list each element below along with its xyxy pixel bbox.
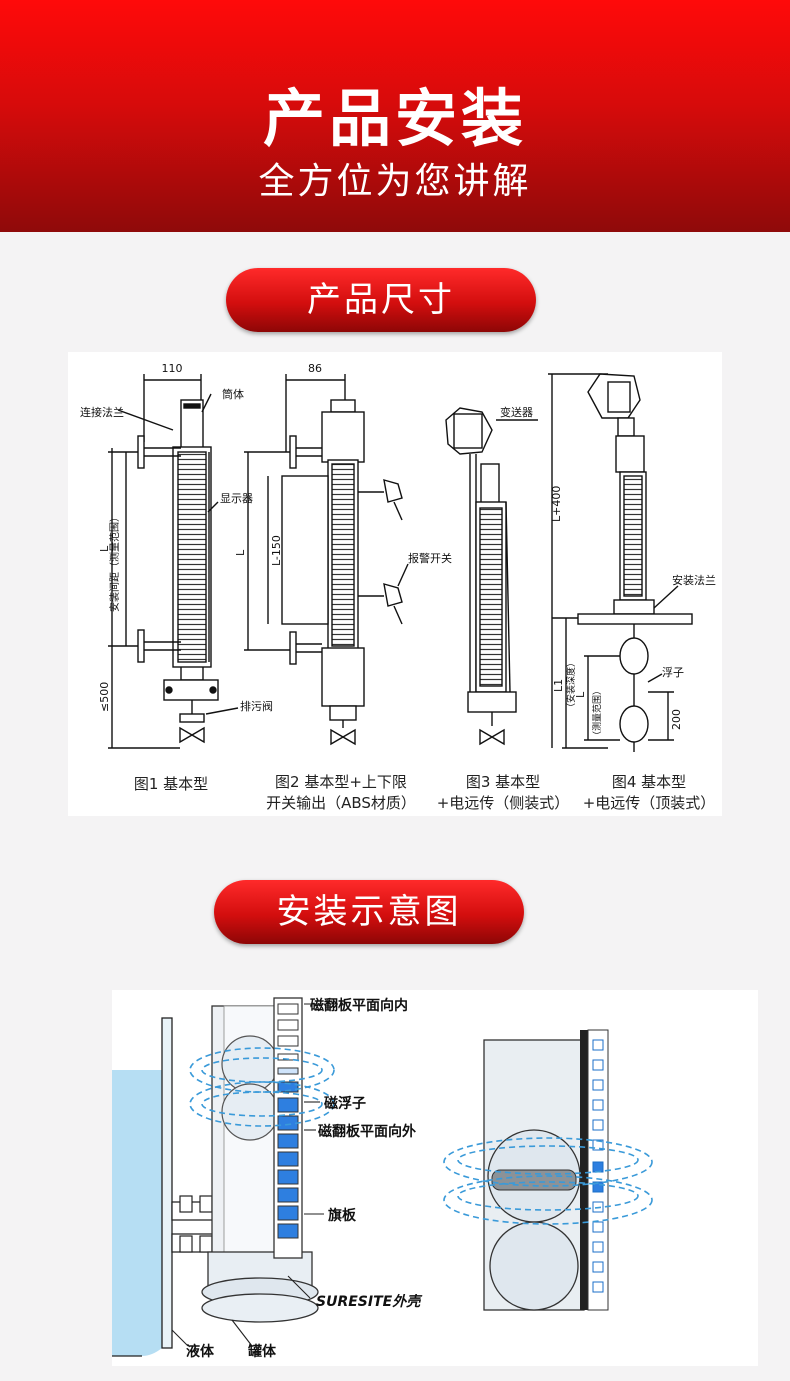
- dimension-drawing: 110 筒体 连接法兰 显示器 安装间距（测量范围） L ≤500 排污阀 86…: [80, 362, 716, 752]
- flap-outward-label: 磁翻板平面向外: [318, 1123, 416, 1140]
- L-150-label: L-150: [270, 535, 283, 566]
- section-dimensions-label: 产品尺寸: [226, 268, 536, 332]
- dim-110-label: 110: [162, 362, 183, 375]
- magnetic-float-label: 磁浮子: [324, 1095, 366, 1112]
- L1-label: L1: [552, 679, 565, 692]
- fig2-L-label: L: [234, 549, 247, 556]
- installation-drawing-panel: 磁翻板平面向内 磁浮子 磁翻板平面向外 旗板 SURESITE外壳 液体 罐体: [112, 990, 758, 1366]
- liquid-label: 液体: [186, 1343, 215, 1360]
- L-400-label: L+400: [550, 486, 563, 522]
- figure-2-drawing: [244, 374, 409, 746]
- figure-1-caption: 图1 基本型: [133, 775, 209, 793]
- dimension-drawing-panel: 110 筒体 连接法兰 显示器 安装间距（测量范围） L ≤500 排污阀 86…: [68, 352, 722, 816]
- figure-4-caption: 图4 基本型 +电远传（顶装式）: [582, 773, 716, 812]
- measure-range-label: （测量范围）: [591, 686, 603, 740]
- dim-200-label: 200: [670, 709, 683, 730]
- float-detail-drawing: [443, 1029, 653, 1311]
- figure-2-caption: 图2 基本型+上下限 开关输出（ABS材质）: [266, 773, 416, 812]
- housing-label: SURESITE外壳: [316, 1293, 423, 1310]
- figure-3-caption: 图3 基本型 +电远传（侧装式）: [436, 773, 570, 812]
- installation-drawing: 磁翻板平面向内 磁浮子 磁翻板平面向外 旗板 SURESITE外壳 液体 罐体: [112, 997, 653, 1360]
- transmitter-label: 变送器: [500, 405, 533, 419]
- indicator-flaps: [277, 1003, 299, 1239]
- figure-3-drawing: [445, 407, 538, 746]
- fig4-L-label: L: [574, 691, 587, 698]
- connect-flange-label: 连接法兰: [80, 405, 124, 419]
- figure-4-drawing: [548, 373, 693, 752]
- alarm-switch-label: 报警开关: [408, 551, 452, 565]
- install-depth-label: （安装深度）: [565, 658, 577, 712]
- install-spacing-label: 安装间距（测量范围）: [108, 512, 121, 612]
- install-flange-label: 安装法兰: [672, 573, 716, 587]
- section-installation-label: 安装示意图: [214, 880, 524, 944]
- display-label: 显示器: [220, 492, 253, 505]
- page-subtitle: 全方位为您讲解: [258, 161, 532, 202]
- fig1-L-label: L: [98, 545, 111, 552]
- figure-1-drawing: [108, 374, 239, 749]
- header-banner: 产品安装 全方位为您讲解: [0, 0, 790, 232]
- dim-86-label: 86: [308, 362, 322, 375]
- flag-label: 旗板: [328, 1207, 357, 1224]
- page-title: 产品安装: [262, 82, 527, 155]
- drain-valve-label: 排污阀: [240, 699, 273, 713]
- cylinder-label: 筒体: [222, 387, 244, 401]
- tank-label: 罐体: [247, 1343, 277, 1360]
- float-label: 浮子: [662, 666, 684, 679]
- flap-inward-label: 磁翻板平面向内: [310, 997, 408, 1014]
- lte500-label: ≤500: [98, 682, 111, 712]
